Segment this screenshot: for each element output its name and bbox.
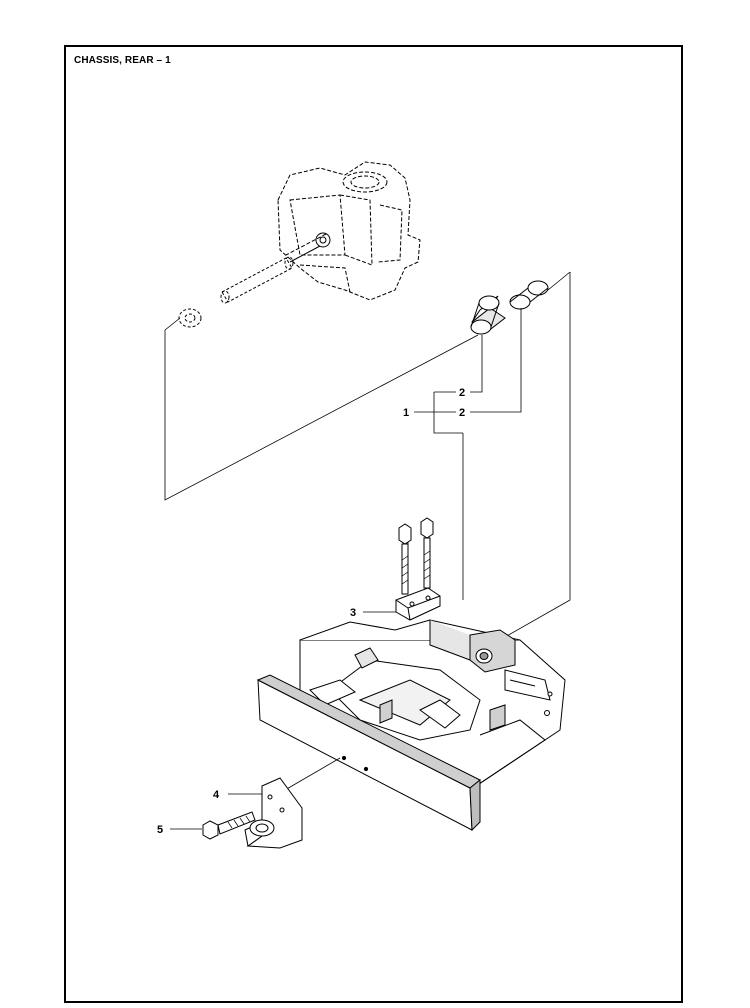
callout-4: 4 [213, 789, 220, 801]
diagram-title: CHASSIS, REAR – 1 [74, 55, 171, 66]
nut-phantom [178, 308, 202, 328]
callout-1: 1 [403, 407, 409, 419]
bushing-right [509, 280, 549, 310]
axle-shaft [285, 232, 331, 263]
callout-leaders [170, 308, 522, 830]
bracket-item-4 [244, 777, 303, 849]
callout-3: 3 [350, 607, 356, 619]
page-border [64, 45, 683, 1003]
vertical-bolts [398, 517, 434, 595]
axle-spacer-phantom [220, 256, 294, 304]
rear-bumper [256, 674, 481, 832]
callout-5: 5 [157, 824, 163, 836]
mount-leader [284, 757, 341, 791]
transmission-housing-phantom [277, 161, 421, 301]
bracket-item-3 [395, 587, 441, 621]
callout-numbers: 1 2 2 3 4 5 [157, 387, 465, 836]
callout-2-upper: 2 [459, 387, 465, 399]
callout-2-lower: 2 [459, 407, 465, 419]
bushing-left [470, 295, 506, 335]
assembly-lines [164, 271, 571, 638]
chassis-rear [299, 619, 566, 791]
bolt-item-5 [202, 811, 256, 840]
